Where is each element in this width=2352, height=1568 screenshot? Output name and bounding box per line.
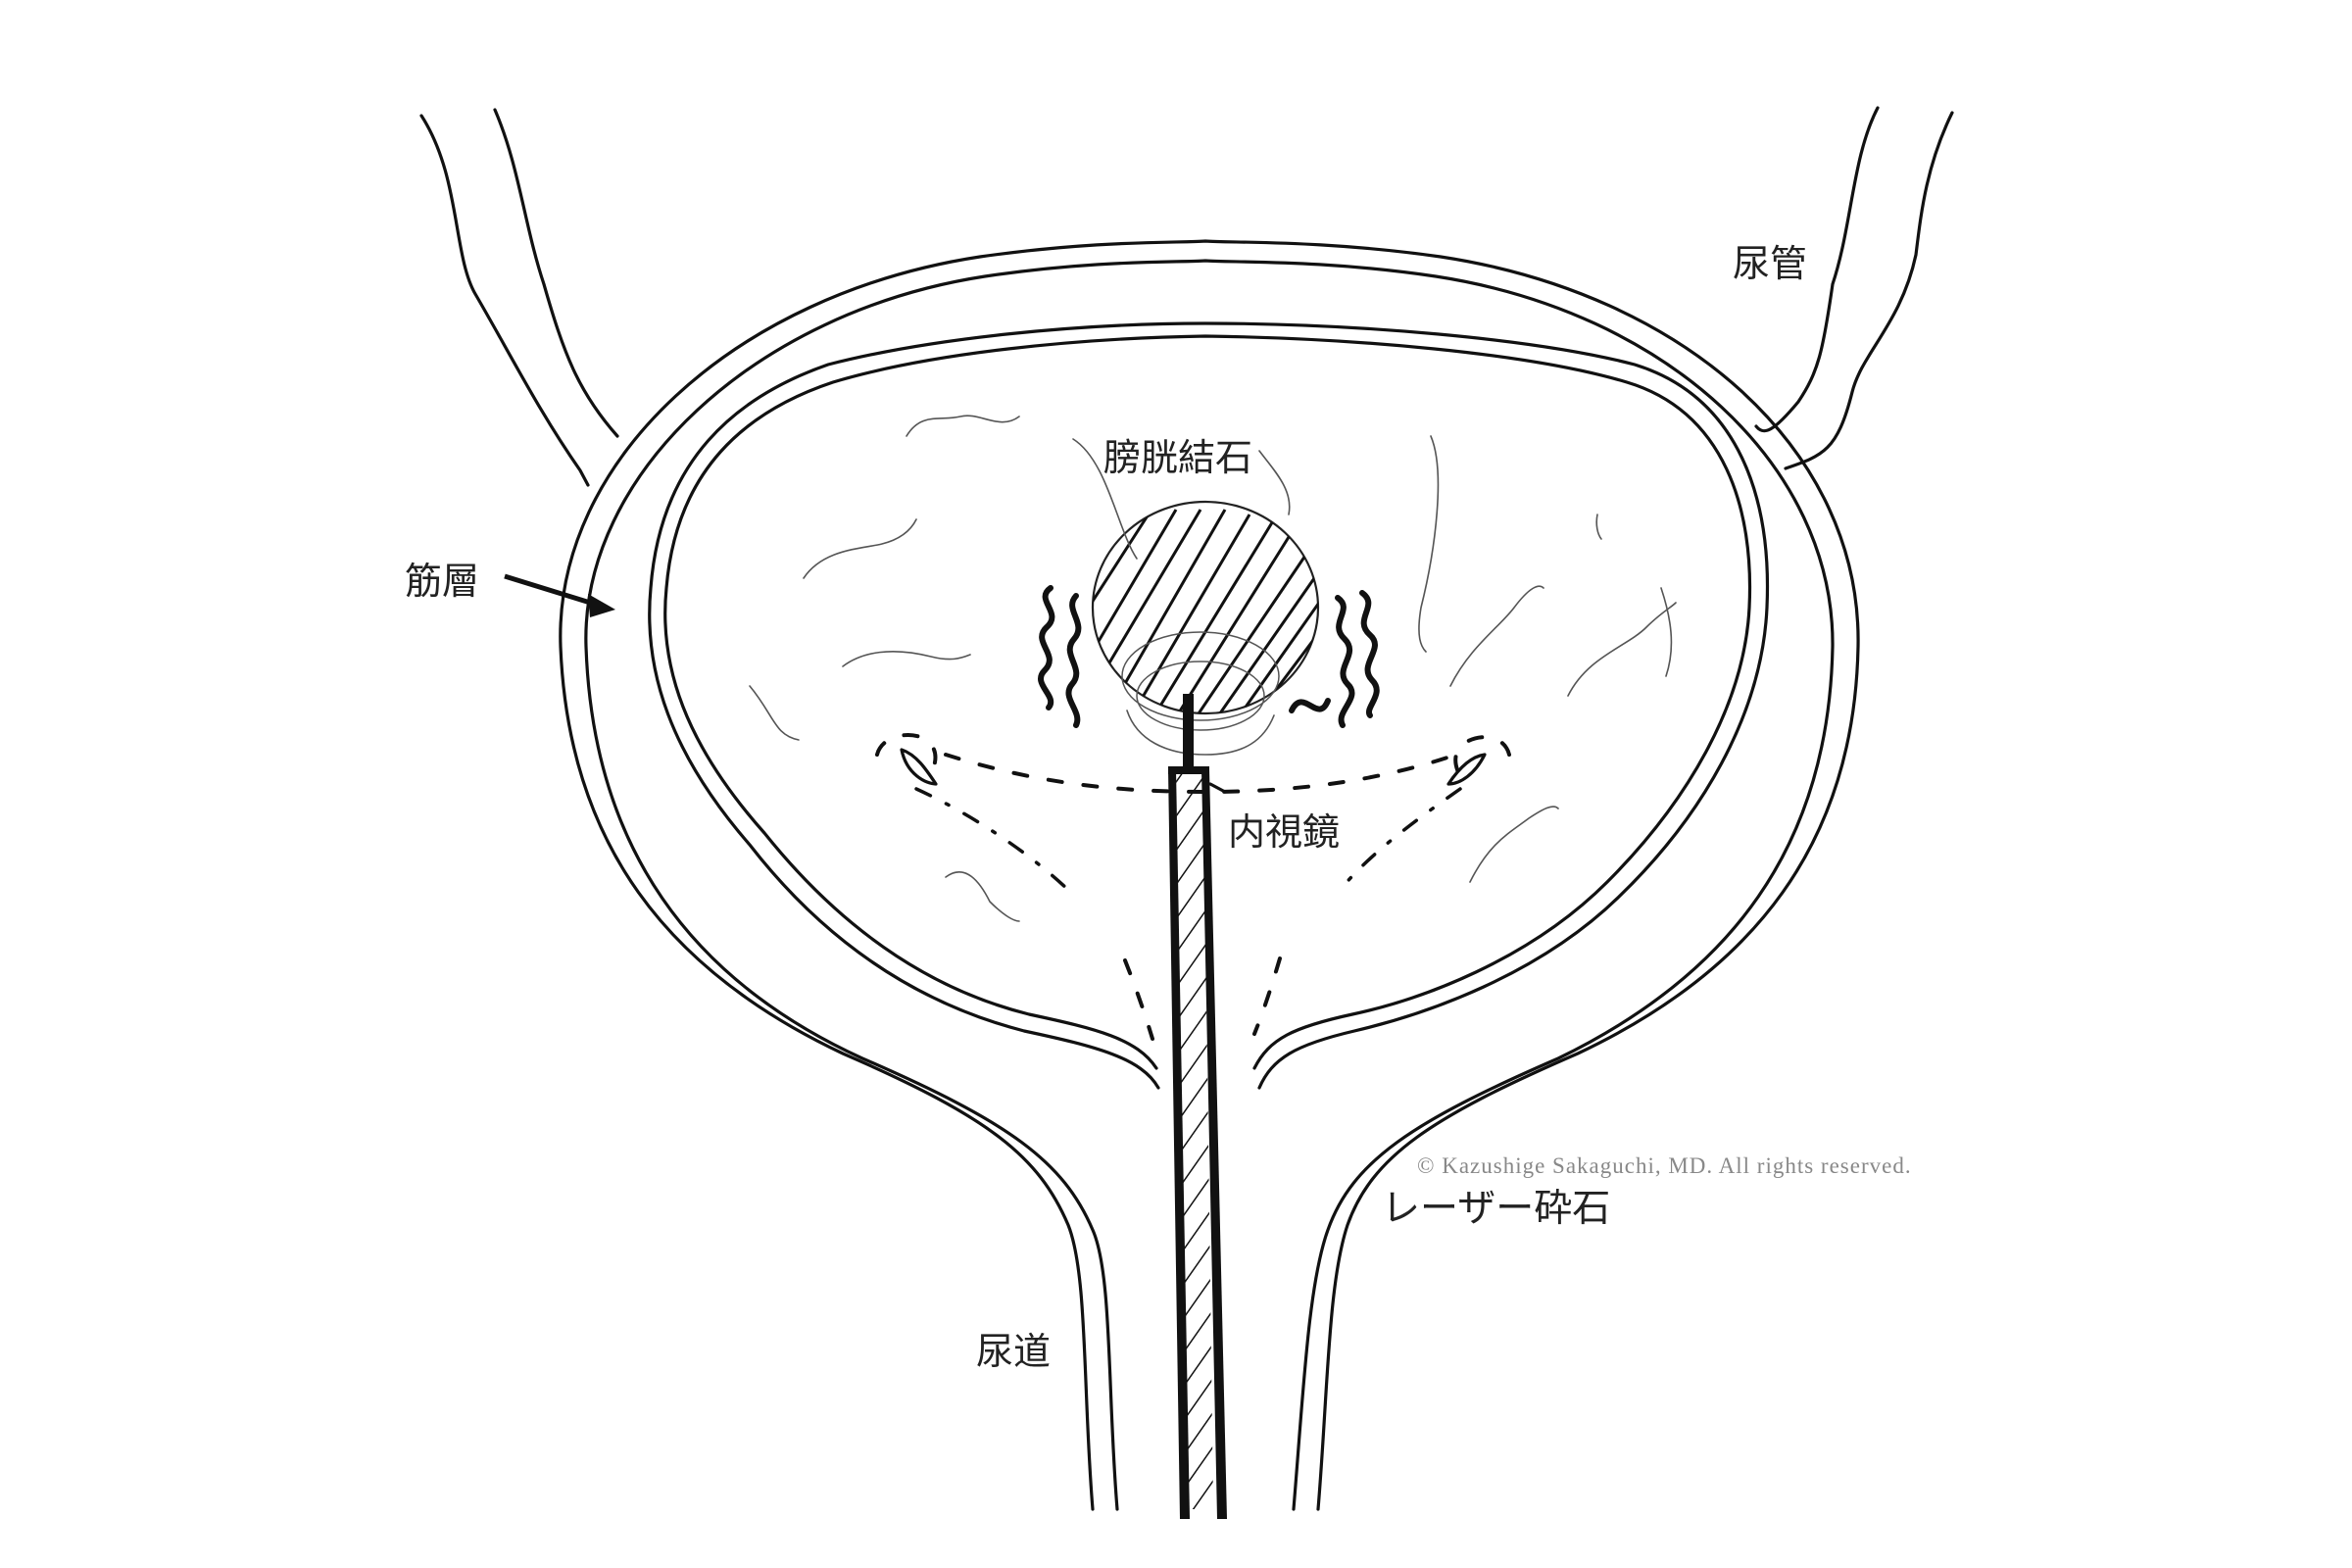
label-ureter: 尿管 <box>1733 242 1808 285</box>
inner-bladder-wall <box>648 321 1770 1090</box>
mucosal-folds <box>749 415 1677 922</box>
ureteral-orifices <box>875 733 1511 1041</box>
left-ureter <box>419 108 619 487</box>
muscle-layer-arrow <box>504 573 615 617</box>
shock-waves <box>1038 585 1380 728</box>
label-endoscope: 内視鏡 <box>1228 810 1341 854</box>
label-laser-lithotripsy: レーザー砕石 <box>1382 1187 1611 1231</box>
endoscope <box>1168 694 1227 1519</box>
label-muscle-layer: 筋層 <box>405 560 480 603</box>
label-bladder-stone: 膀胱結石 <box>1103 436 1253 479</box>
right-ureter <box>1754 106 1954 470</box>
copyright-notice: © Kazushige Sakaguchi, MD. All rights re… <box>1417 1153 1912 1178</box>
label-urethra: 尿道 <box>976 1330 1052 1373</box>
outer-bladder-wall <box>559 239 1860 1511</box>
